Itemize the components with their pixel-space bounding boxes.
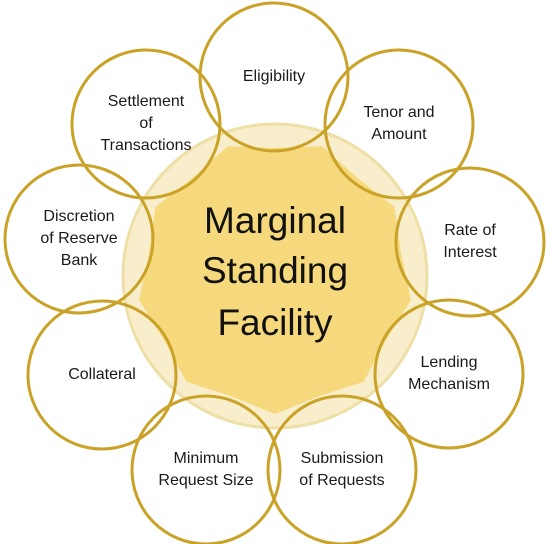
petal-circle-settlement-of-transactions xyxy=(70,48,222,200)
petal-label-discretion-of-reserve-bank-line-3: Bank xyxy=(61,252,98,269)
petal-label-minimum-request-size-line-1: Minimum xyxy=(174,450,239,467)
petal-label-tenor-and-amount-line-2: Amount xyxy=(371,126,427,143)
center-title-line-2: Standing xyxy=(202,250,348,291)
center-inner-shape xyxy=(139,146,411,415)
petal-label-settlement-of-transactions-line-2: of xyxy=(139,115,153,132)
petal-label-lending-mechanism-line-2: Mechanism xyxy=(408,376,490,393)
center-title-line-3: Facility xyxy=(217,302,333,343)
petal-label-tenor-and-amount-line-1: Tenor and xyxy=(363,104,434,121)
petal-circle-eligibility xyxy=(198,1,350,153)
petal-label-rate-of-interest-line-2: Interest xyxy=(443,244,497,261)
petal-label-settlement-of-transactions-line-1: Settlement xyxy=(108,93,185,110)
petal-circle-minimum-request-size xyxy=(130,394,282,544)
petal-circle-discretion-of-reserve-bank xyxy=(3,163,155,315)
petal-label-submission-of-requests-line-1: Submission xyxy=(301,450,384,467)
petal-label-collateral-line-1: Collateral xyxy=(68,366,136,383)
petal-collateral: Collateral xyxy=(26,299,178,451)
petal-submission-of-requests: Submission of Requests xyxy=(266,394,418,544)
petal-label-minimum-request-size-line-2: Request Size xyxy=(158,472,253,489)
petal-label-discretion-of-reserve-bank-line-1: Discretion xyxy=(43,208,114,225)
petal-eligibility: Eligibility xyxy=(198,1,350,153)
petal-circle-collateral xyxy=(26,299,178,451)
petal-circle-tenor-and-amount xyxy=(323,48,475,200)
petal-circle-lending-mechanism xyxy=(373,298,525,450)
petal-label-submission-of-requests-line-2: of Requests xyxy=(299,472,384,489)
center-hub xyxy=(121,122,429,430)
center-title-line-1: Marginal xyxy=(204,200,346,241)
petal-label-lending-mechanism-line-1: Lending xyxy=(421,354,478,371)
petal-label-discretion-of-reserve-bank-line-2: of Reserve xyxy=(40,230,117,247)
petal-circle-rate-of-interest xyxy=(394,166,546,318)
petal-rate-of-interest: Rate of Interest xyxy=(394,166,546,318)
petal-label-settlement-of-transactions-line-3: Transactions xyxy=(101,137,192,154)
petal-label-eligibility-line-1: Eligibility xyxy=(243,68,305,85)
center-title: Marginal Standing Facility xyxy=(202,200,348,343)
petal-circle-submission-of-requests xyxy=(266,394,418,544)
petal-label-rate-of-interest-line-1: Rate of xyxy=(444,222,496,239)
